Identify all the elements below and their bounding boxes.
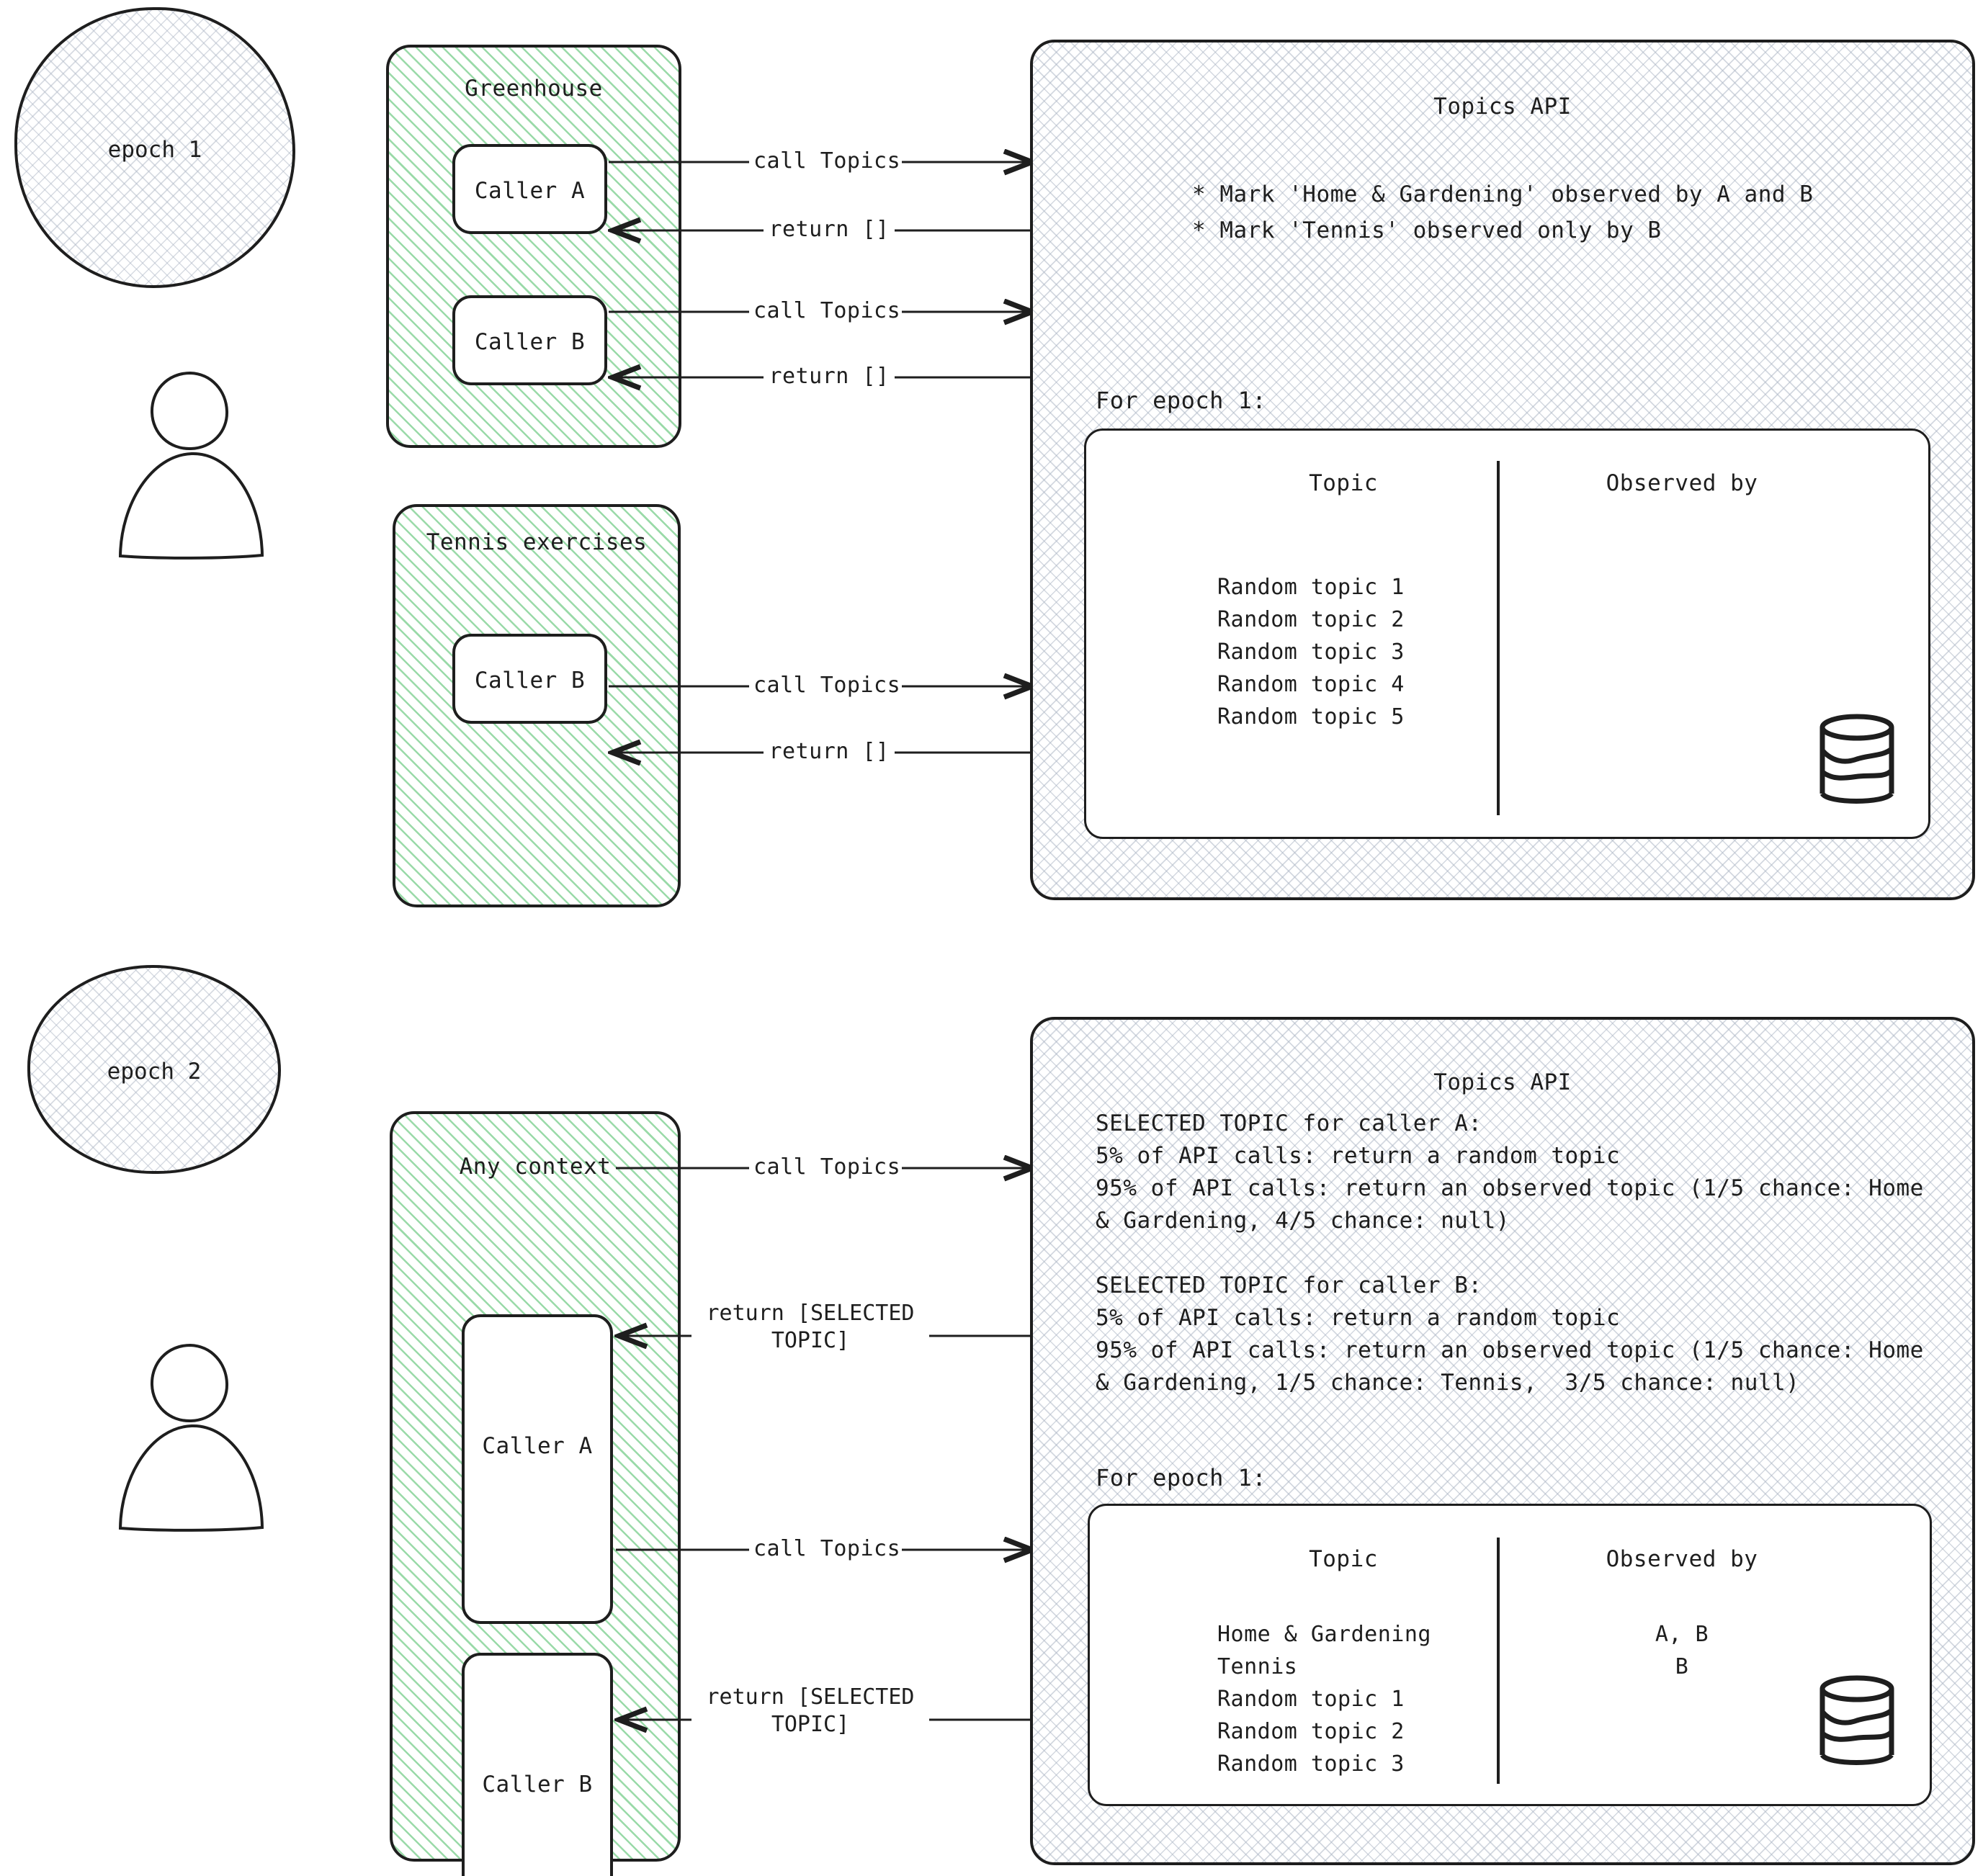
table-row: Tennis [1217, 1654, 1298, 1679]
topics-api-table-caption-epoch-1: For epoch 1: [1096, 387, 1267, 414]
topics-api-paragraph: SELECTED TOPIC for caller B: [1096, 1273, 1482, 1298]
group-tennis-exercises-title: Tennis exercises [426, 529, 648, 555]
table-row-observed: A, B [1655, 1622, 1709, 1647]
arrow-label-e1-return-a: return [] [764, 216, 895, 243]
arrow-label-e2-return-a-line2: TOPIC] [771, 1327, 850, 1353]
group-greenhouse-title: Greenhouse [465, 76, 603, 102]
topics-table-card-epoch-2 [1088, 1504, 1932, 1806]
epoch-1-bubble: epoch 1 [14, 7, 295, 288]
caller-box-b-greenhouse-label: Caller B [474, 329, 586, 355]
topics-api-title-epoch-1: Topics API [1433, 94, 1572, 120]
table-row: Random topic 1 [1217, 575, 1405, 600]
arrow-label-e1-return-b: return [] [764, 363, 895, 390]
table-row: Random topic 5 [1217, 704, 1405, 730]
table-row: Random topic 3 [1217, 639, 1405, 665]
group-any-context-title: Any context [459, 1154, 612, 1180]
database-cylinder-icon [1815, 713, 1916, 817]
arrow-label-e1-call-a: call Topics [749, 148, 902, 175]
arrow-label-e2-return-a: return [SELECTED TOPIC] [691, 1300, 929, 1354]
topics-api-paragraph: 95% of API calls: return an observed top… [1096, 1337, 1924, 1363]
table-row: Random topic 4 [1217, 672, 1405, 697]
epoch-2-bubble: epoch 2 [27, 965, 281, 1174]
topics-api-paragraph: & Gardening, 1/5 chance: Tennis, 3/5 cha… [1096, 1370, 1800, 1396]
arrow-label-e2-return-b-line2: TOPIC] [771, 1711, 850, 1737]
arrow-label-e1-call-b: call Topics [749, 297, 902, 325]
table-row-observed: B [1675, 1654, 1689, 1679]
arrow-label-e2-return-b: return [SELECTED TOPIC] [691, 1684, 929, 1738]
caller-box-b-greenhouse[interactable] [452, 295, 607, 385]
epoch-1-label: epoch 1 [107, 137, 202, 163]
table-row: Random topic 3 [1217, 1751, 1405, 1777]
caller-box-a-any-context-label: Caller A [482, 1433, 593, 1459]
arrow-label-e2-return-b-line1: return [SELECTED [706, 1684, 915, 1710]
database-cylinder-icon [1815, 1674, 1916, 1779]
topics-api-table-caption-epoch-2: For epoch 1: [1096, 1464, 1267, 1491]
topics-api-title-epoch-2: Topics API [1433, 1069, 1572, 1095]
epoch-2-label: epoch 2 [107, 1059, 202, 1085]
table-row: Random topic 2 [1217, 1719, 1405, 1744]
caller-box-b-any-context[interactable] [462, 1653, 613, 1876]
arrow-label-e2-call-b: call Topics [749, 1535, 902, 1563]
arrow-label-e1-return-tennis: return [] [764, 738, 895, 766]
topics-table-col-observed-epoch-1: Observed by [1606, 470, 1758, 496]
arrow-label-e2-call-a: call Topics [749, 1154, 902, 1181]
topics-table-col-topic-epoch-2: Topic [1309, 1546, 1378, 1572]
caller-box-a-any-context[interactable] [462, 1314, 613, 1624]
topics-table-col-topic-epoch-1: Topic [1309, 470, 1378, 496]
caller-box-a-greenhouse[interactable] [452, 144, 607, 234]
table-row: Random topic 1 [1217, 1687, 1405, 1712]
user-icon [108, 367, 274, 562]
table-row: Home & Gardening [1217, 1622, 1431, 1647]
topics-api-paragraph: SELECTED TOPIC for caller A: [1096, 1110, 1482, 1136]
topics-api-paragraph: 5% of API calls: return a random topic [1096, 1143, 1621, 1169]
caller-box-b-tennis[interactable] [452, 634, 607, 724]
topics-api-paragraph: & Gardening, 4/5 chance: null) [1096, 1208, 1510, 1234]
user-icon [108, 1339, 274, 1534]
topics-table-col-observed-epoch-2: Observed by [1606, 1546, 1758, 1572]
topics-api-bullet-2: * Mark 'Tennis' observed only by B [1192, 217, 1662, 243]
caller-box-b-any-context-label: Caller B [482, 1772, 593, 1798]
arrow-label-e2-return-a-line1: return [SELECTED [706, 1301, 915, 1326]
caller-box-b-tennis-label: Caller B [474, 668, 586, 694]
topics-api-paragraph: 5% of API calls: return a random topic [1096, 1305, 1621, 1331]
topics-table-divider-epoch-1 [1497, 461, 1500, 815]
topics-table-divider-epoch-2 [1497, 1538, 1500, 1784]
caller-box-a-greenhouse-label: Caller A [474, 178, 586, 204]
topics-api-bullet-1: * Mark 'Home & Gardening' observed by A … [1192, 181, 1814, 207]
topics-table-card-epoch-1 [1084, 428, 1930, 839]
arrow-label-e1-call-tennis: call Topics [749, 672, 902, 699]
table-row: Random topic 2 [1217, 607, 1405, 632]
topics-api-paragraph: 95% of API calls: return an observed top… [1096, 1175, 1924, 1201]
